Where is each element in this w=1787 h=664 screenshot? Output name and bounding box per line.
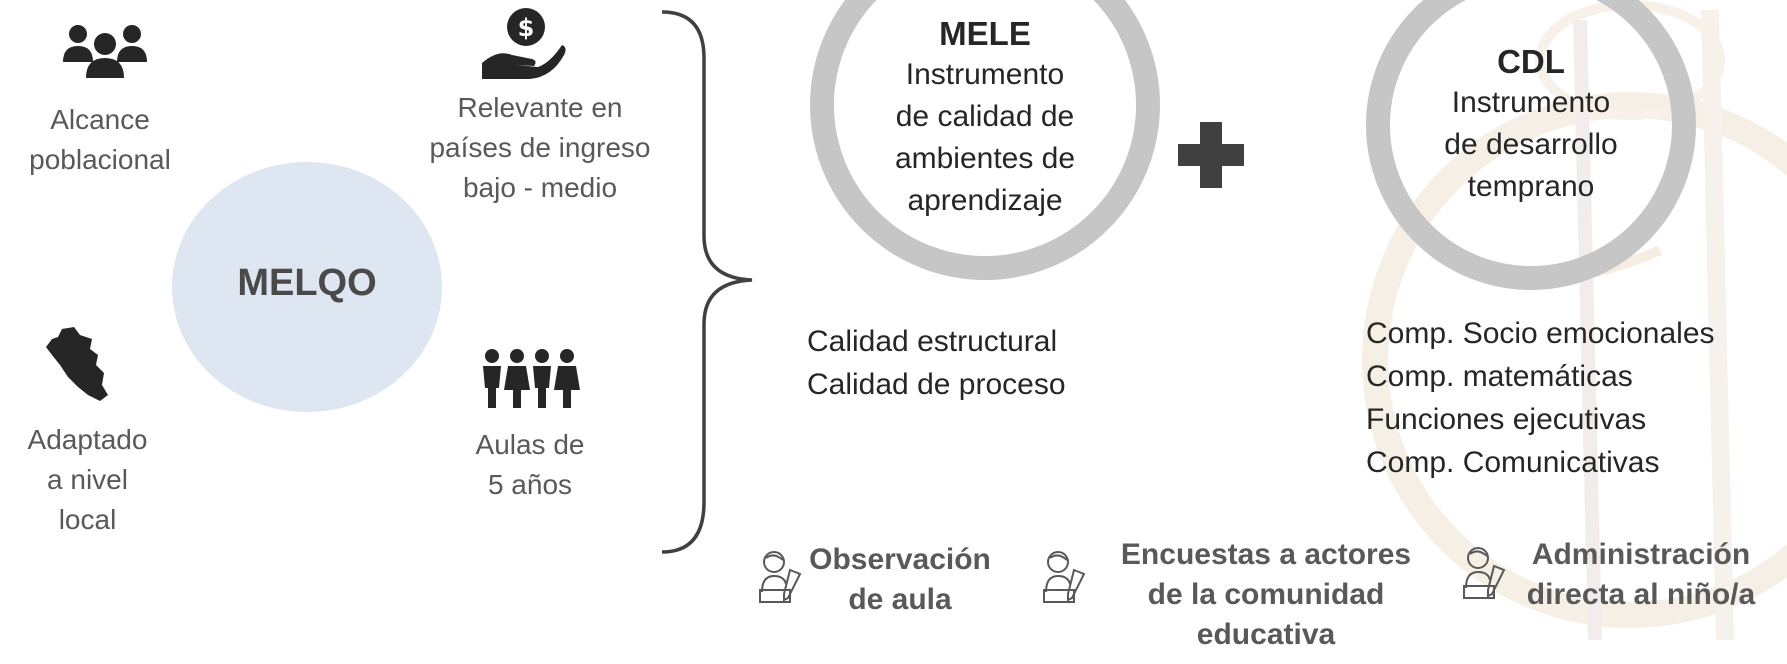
person-writing-icon	[1463, 547, 1506, 599]
children-group-icon	[483, 349, 580, 408]
money-hand-icon: $	[482, 8, 566, 79]
list-item: Comp. Comunicativas	[1366, 446, 1660, 479]
mele-title: MELE	[939, 15, 1031, 52]
mele-text: MELE Instrumento de calidad de ambientes…	[830, 14, 1140, 222]
cdl-items: Comp. Socio emocionales Comp. matemática…	[1366, 312, 1715, 484]
svg-text:$: $	[518, 14, 535, 42]
people-group-icon	[63, 25, 147, 78]
list-item: Funciones ejecutivas	[1366, 403, 1647, 436]
observacion-text: Observación de aula	[809, 543, 991, 616]
mele-items: Calidad estructural Calidad de proceso	[807, 320, 1066, 406]
list-item: Comp. Socio emocionales	[1366, 317, 1715, 350]
relevante-text: Relevante en países de ingreso bajo - me…	[429, 92, 651, 203]
curly-brace-icon	[661, 10, 753, 554]
person-writing-icon	[759, 551, 802, 603]
person-writing-icon	[1043, 551, 1086, 603]
melqo-circle	[172, 162, 442, 412]
cdl-text: CDL Instrumento de desarrollo temprano	[1386, 42, 1676, 208]
cdl-title: CDL	[1497, 43, 1565, 80]
administracion-text: Administración directa al niño/a	[1526, 538, 1756, 611]
adaptado-text: Adaptado a nivel local	[27, 424, 148, 535]
list-item: Calidad estructural	[807, 325, 1058, 358]
peru-map-icon	[46, 327, 108, 401]
plus-icon	[1178, 122, 1244, 188]
melqo-label: MELQO	[237, 262, 377, 304]
alcance-text: Alcance poblacional	[29, 104, 171, 175]
aulas-text: Aulas de 5 años	[475, 429, 585, 500]
list-item: Calidad de proceso	[807, 368, 1066, 401]
encuestas-text: Encuestas a actores de la comunidad educ…	[1120, 538, 1412, 651]
list-item: Comp. matemáticas	[1366, 360, 1633, 393]
